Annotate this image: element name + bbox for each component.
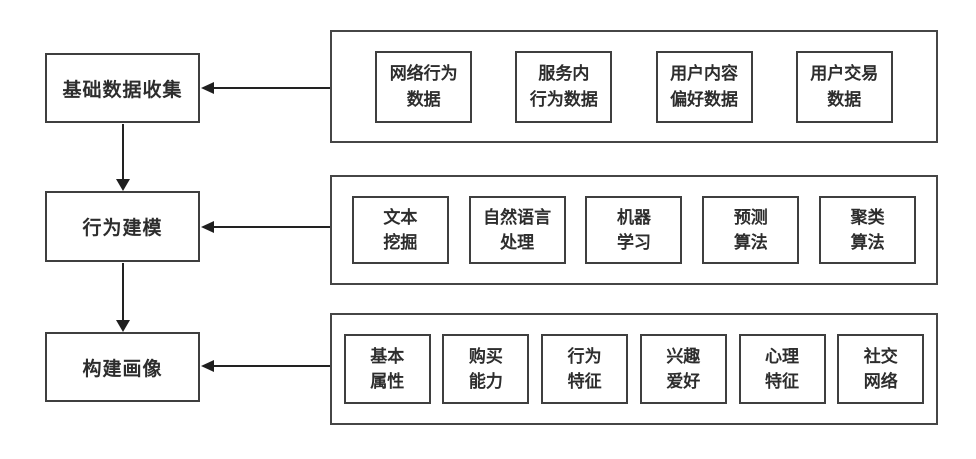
item-box-content-preference-data: 用户内容 偏好数据: [655, 50, 753, 123]
item-box-transaction-data: 用户交易 数据: [795, 50, 893, 123]
arrow-line-group2-to-stage2: [213, 226, 330, 228]
item-box-clustering-algorithm: 聚类 算法: [819, 196, 917, 264]
arrow-line-stage2-to-stage3: [122, 263, 124, 320]
item-box-machine-learning: 机器 学习: [585, 196, 683, 264]
item-box-purchasing-power: 购买 能力: [442, 334, 530, 404]
item-box-nlp: 自然语言 处理: [468, 196, 566, 264]
left-arrowhead-icon: [201, 82, 214, 94]
stage-box-data-collection: 基础数据收集: [45, 53, 200, 123]
arrow-line-group3-to-stage3: [213, 365, 330, 367]
stage-box-behavior-modeling: 行为建模: [45, 191, 200, 262]
group-profile-dimensions: 基本 属性 购买 能力 行为 特征 兴趣 爱好 心理 特征 社交 网络: [330, 313, 938, 425]
item-box-network-behavior-data: 网络行为 数据: [375, 50, 473, 123]
arrow-line-stage1-to-stage2: [122, 124, 124, 180]
item-box-prediction-algorithm: 预测 算法: [702, 196, 800, 264]
item-box-in-service-behavior-data: 服务内 行为数据: [515, 50, 613, 123]
down-arrowhead-icon: [116, 320, 130, 332]
item-box-psychological-features: 心理 特征: [738, 334, 826, 404]
item-box-text-mining: 文本 挖掘: [351, 196, 449, 264]
group-modeling-methods: 文本 挖掘 自然语言 处理 机器 学习 预测 算法 聚类 算法: [330, 175, 938, 285]
group-data-sources: 网络行为 数据 服务内 行为数据 用户内容 偏好数据 用户交易 数据: [330, 30, 938, 143]
stage-box-profile-building: 构建画像: [45, 332, 200, 402]
left-arrowhead-icon: [201, 360, 214, 372]
left-arrowhead-icon: [201, 221, 214, 233]
item-box-social-network: 社交 网络: [837, 334, 925, 404]
down-arrowhead-icon: [116, 179, 130, 191]
item-box-basic-attributes: 基本 属性: [343, 334, 431, 404]
arrow-line-group1-to-stage1: [213, 87, 330, 89]
item-box-behavior-features: 行为 特征: [541, 334, 629, 404]
item-box-interests: 兴趣 爱好: [639, 334, 727, 404]
